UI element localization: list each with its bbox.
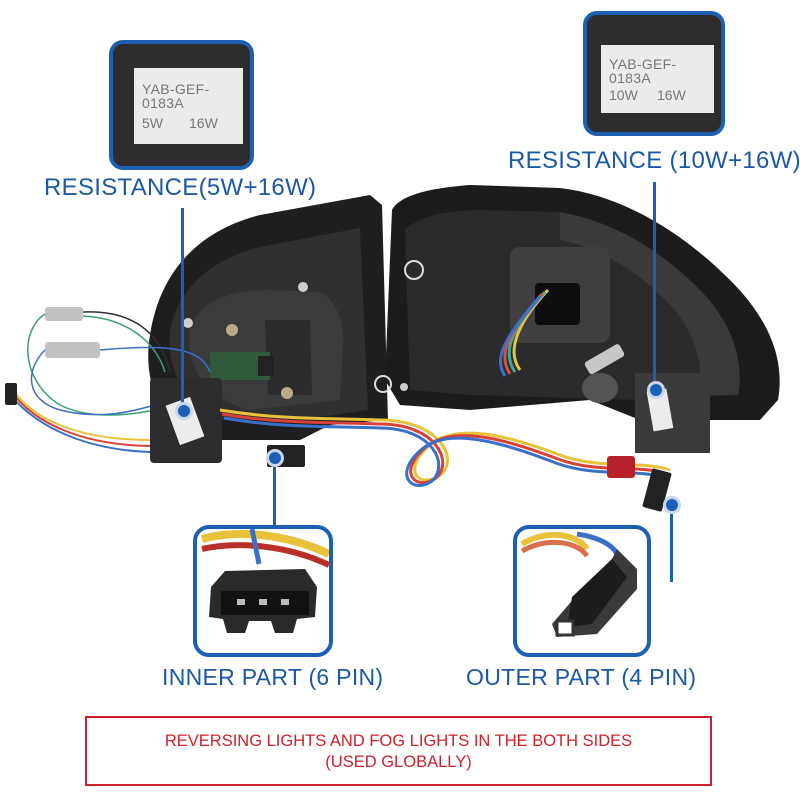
product-photo bbox=[0, 170, 800, 550]
right-resistance-label: RESISTANCE (10W+16W) bbox=[508, 147, 800, 174]
left-resistance-label: RESISTANCE(5W+16W) bbox=[44, 174, 317, 201]
right-resistance-callout-dot bbox=[647, 381, 665, 399]
four-pin-connector-photo bbox=[520, 531, 637, 637]
right-resistor-label-inset: YAB-GEF-0183A 10W 16W bbox=[583, 11, 725, 136]
sticker-watt-1: 5W bbox=[142, 115, 163, 131]
inner-connector-callout-dot bbox=[266, 449, 284, 467]
resistor-sticker: YAB-GEF-0183A 10W 16W bbox=[601, 45, 714, 113]
outer-connector-callout-dot bbox=[663, 496, 681, 514]
left-resistor-label-inset: YAB-GEF-0183A 5W 16W bbox=[109, 40, 254, 170]
sticker-watt-2: 16W bbox=[189, 115, 218, 131]
usage-notice-box: REVERSING LIGHTS AND FOG LIGHTS IN THE B… bbox=[85, 716, 712, 786]
outer-connector-label: OUTER PART (4 PIN) bbox=[466, 664, 697, 690]
resistor-sticker: YAB-GEF-0183A 5W 16W bbox=[134, 68, 243, 144]
sticker-watt-2: 16W bbox=[657, 87, 686, 103]
outer-connector-callout-line bbox=[670, 502, 673, 582]
left-resistance-callout-dot bbox=[175, 402, 193, 420]
left-resistance-callout-line bbox=[181, 208, 184, 408]
sticker-part-code: YAB-GEF-0183A bbox=[609, 56, 677, 86]
tail-light-assembly-illustration bbox=[5, 185, 780, 512]
inner-connector-label: INNER PART (6 PIN) bbox=[162, 664, 384, 690]
sticker-watt-1: 10W bbox=[609, 87, 638, 103]
notice-line-2: (USED GLOBALLY) bbox=[325, 753, 472, 771]
sticker-part-code: YAB-GEF-0183A bbox=[142, 81, 210, 111]
inner-connector-inset bbox=[193, 525, 333, 657]
notice-line-1: REVERSING LIGHTS AND FOG LIGHTS IN THE B… bbox=[164, 732, 633, 750]
inner-connector-callout-line bbox=[273, 455, 276, 525]
six-pin-connector-photo bbox=[200, 529, 329, 633]
outer-connector-inset bbox=[513, 525, 651, 657]
right-resistance-callout-line bbox=[653, 182, 656, 387]
